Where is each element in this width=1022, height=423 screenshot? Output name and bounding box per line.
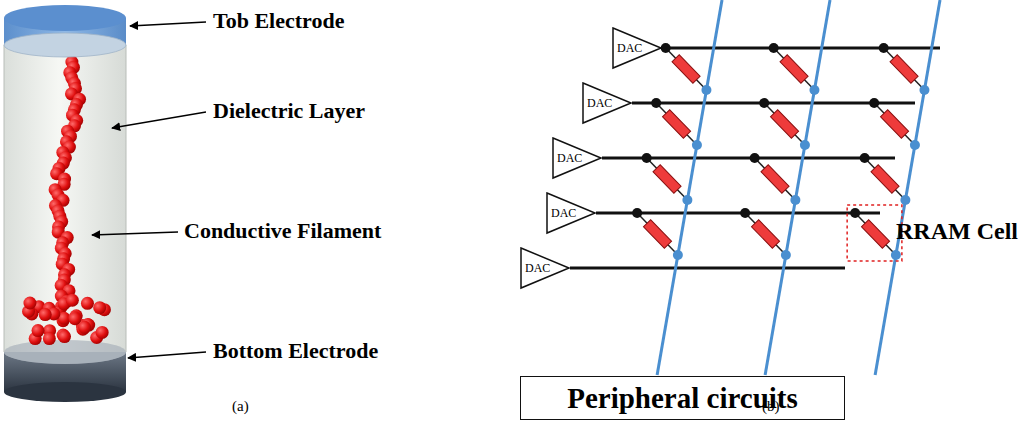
filament-particle — [39, 308, 52, 321]
filament-particle — [43, 332, 56, 345]
peripheral-box: Peripheral circuits — [520, 376, 845, 420]
bit-line — [657, 0, 722, 375]
word-line — [662, 47, 940, 50]
rram-cell — [879, 43, 930, 95]
conductive-filament — [22, 56, 111, 346]
leader-arrows — [92, 22, 206, 358]
crossbar-array — [570, 0, 940, 375]
dac-label: DAC — [525, 261, 550, 276]
rram-cell — [651, 98, 702, 150]
dielectric-layer — [4, 45, 126, 364]
cell-label: RRAM Cell — [896, 218, 1018, 245]
part-label: Tob Electrode — [213, 8, 344, 34]
dac-triangle: DAC — [520, 247, 570, 289]
filament-particle — [93, 301, 106, 314]
dac-label: DAC — [587, 96, 612, 111]
rram-cell — [750, 153, 801, 205]
bottom-electrode — [4, 340, 126, 402]
dac-triangle: DAC — [546, 192, 596, 234]
rram-cell — [740, 208, 791, 260]
rram-cell — [869, 98, 920, 150]
filament-particle — [96, 326, 109, 339]
dac-triangle: DAC — [612, 27, 662, 69]
dac-label: DAC — [551, 206, 576, 221]
filament-particle — [66, 294, 79, 307]
dac-label: DAC — [617, 41, 642, 56]
panel-label: (a) — [232, 398, 249, 415]
highlight-box — [847, 205, 902, 261]
rram-cell — [850, 208, 901, 260]
rram-cell — [661, 43, 712, 95]
bit-line — [765, 0, 830, 375]
rram-cell — [860, 153, 911, 205]
panel-label: (b) — [762, 398, 780, 415]
filament-particle — [78, 321, 91, 334]
top-electrode — [4, 5, 126, 57]
word-line — [570, 267, 845, 270]
rram-cell — [642, 153, 693, 205]
dac-label: DAC — [557, 151, 582, 166]
filament-particle — [32, 324, 45, 337]
rram-cell — [769, 43, 820, 95]
part-label: Bottom Electrode — [213, 338, 378, 364]
filament-particle — [81, 297, 94, 310]
rram-cell — [632, 208, 683, 260]
part-label: Dielectric Layer — [213, 98, 365, 124]
filament-particle — [23, 296, 36, 309]
bit-line — [875, 0, 940, 375]
rram-cell — [759, 98, 810, 150]
part-label: Conductive Filament — [184, 218, 381, 244]
dac-triangle: DAC — [552, 137, 602, 179]
filament-particle — [58, 330, 71, 343]
dac-triangle: DAC — [582, 82, 632, 124]
